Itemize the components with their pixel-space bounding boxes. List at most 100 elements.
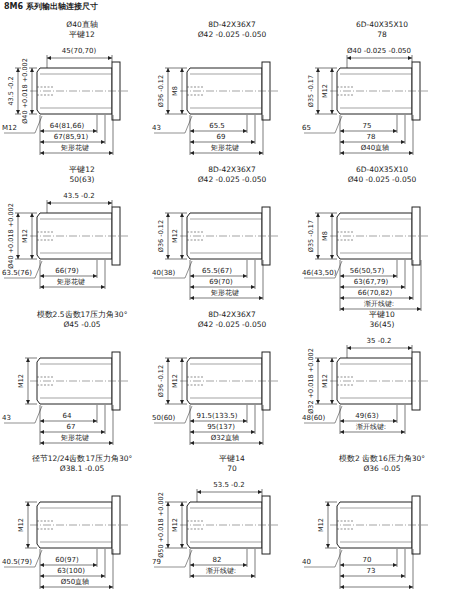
extension-line — [25, 404, 37, 405]
dimension-line — [182, 358, 183, 404]
extension-line — [413, 549, 414, 589]
diameter-text: M12 — [21, 228, 29, 244]
diameter-text: M12 — [321, 373, 329, 389]
diameter-text: Ø32 +0.018 +0.002 — [307, 347, 315, 415]
dimension-line — [40, 287, 105, 288]
dimension-line — [340, 298, 413, 299]
extension-line — [325, 502, 337, 503]
dimension-text: 63(100) — [56, 567, 86, 575]
extension-line — [405, 115, 406, 144]
extension-line — [47, 55, 48, 68]
dimension-text: Ø50直轴 — [60, 578, 90, 586]
dimension-line — [32, 213, 33, 259]
extension-line — [304, 133, 335, 134]
dimension-line — [318, 213, 319, 259]
dimension-text: 69 — [216, 133, 227, 141]
extension-line — [4, 278, 35, 279]
extension-line — [4, 133, 35, 134]
dimension-text: 渐开线键: — [205, 567, 237, 575]
dimension-line — [190, 287, 255, 288]
thread-callout: 65 — [302, 124, 311, 132]
extension-line — [185, 116, 192, 133]
heading-text: Ø36 -0.05 — [362, 464, 401, 473]
extension-line — [304, 423, 335, 424]
dimension-text: 64 — [62, 412, 73, 420]
dimension-lines — [4, 55, 421, 589]
extension-line — [247, 405, 248, 423]
extension-line — [413, 115, 414, 155]
dimension-line — [40, 587, 113, 588]
extension-line — [247, 260, 248, 278]
extension-line — [190, 405, 191, 445]
dimension-text: 矩形花键 — [60, 434, 90, 442]
dimension-line — [40, 432, 105, 433]
dimension-line — [318, 358, 319, 404]
heading-text: 模数2.5齿数17压力角30° — [36, 310, 129, 319]
extension-line — [40, 549, 41, 589]
extension-line — [304, 278, 335, 279]
extension-line — [247, 549, 248, 567]
dimension-line — [340, 587, 413, 588]
heading-text: 平键12 — [68, 165, 96, 174]
diameter-text: M12 — [321, 83, 329, 99]
shaft-outline — [180, 496, 278, 554]
extension-line — [315, 259, 337, 260]
diameter-text: M8 — [321, 230, 329, 242]
extension-line — [421, 260, 422, 311]
extension-line — [347, 345, 348, 358]
extension-line — [315, 114, 337, 115]
extension-line — [165, 358, 187, 359]
extension-line — [405, 260, 406, 289]
thread-callout: 40 — [302, 558, 311, 566]
extension-line — [255, 549, 256, 578]
shafts — [30, 62, 428, 554]
dimension-line — [328, 502, 329, 548]
dimension-line — [190, 153, 263, 154]
diameter-text: Ø36 -0.12 — [157, 74, 165, 108]
extension-line — [97, 405, 98, 423]
heading-text: 6D-40X35X10 — [355, 165, 409, 174]
shaft-outline — [180, 352, 278, 410]
dimension-text: 91.5(133.5) — [195, 412, 238, 420]
dimension-line — [182, 502, 183, 548]
dimension-line — [340, 565, 397, 566]
dimension-text: 45(70,70) — [61, 47, 97, 55]
extension-line — [154, 423, 185, 424]
heading-text: 8D-42X36X7 — [207, 20, 256, 29]
diameter-text: Ø35 -0.17 — [307, 219, 315, 253]
extension-line — [35, 116, 42, 133]
extension-line — [112, 55, 113, 62]
dimension-text: 60(97) — [54, 556, 79, 564]
diameter-text: Ø40 +0.018 +0.002 — [21, 57, 29, 125]
heading-text: Ø42 -0.025 -0.050 — [197, 175, 268, 184]
thread-callout: M12 — [2, 124, 17, 132]
extension-line — [154, 567, 185, 568]
extension-line — [35, 406, 42, 423]
dimension-text: 矩形花键 — [56, 278, 86, 286]
dimension-line — [18, 213, 19, 259]
dimension-line — [168, 68, 169, 114]
extension-line — [315, 68, 337, 69]
dimension-text: 35 -0.2 — [366, 337, 393, 345]
diameter-text: M8 — [171, 85, 179, 97]
thread-callout: 79 — [152, 558, 161, 566]
dimension-line — [347, 58, 412, 59]
dimension-text: 64(81,66) — [49, 122, 85, 130]
dimension-text: 66(79) — [54, 267, 79, 275]
extension-line — [255, 405, 256, 434]
dimension-line — [347, 348, 412, 349]
extension-line — [255, 260, 256, 289]
thread-callout: 48(60) — [302, 414, 325, 422]
extension-line — [397, 549, 398, 567]
extension-line — [340, 405, 341, 434]
extension-line — [105, 549, 106, 578]
thread-callout: 40(38) — [152, 269, 175, 277]
dimension-text: Ø32直轴 — [210, 434, 240, 442]
extension-line — [97, 549, 98, 567]
thread-callout: 40.5(79) — [2, 558, 32, 566]
dimension-line — [47, 58, 112, 59]
dimension-line — [190, 443, 263, 444]
extension-line — [154, 133, 185, 134]
dimension-text: 53.5 -0.2 — [212, 481, 245, 489]
heading-text: Ø42 -0.025 -0.050 — [197, 30, 268, 39]
